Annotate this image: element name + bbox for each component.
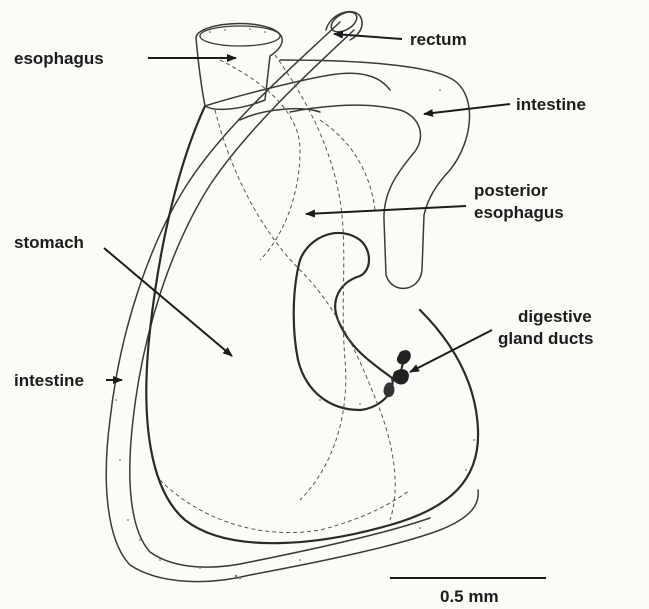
posterior-esophagus-leader [306,206,466,214]
label-intestine-top: intestine [516,95,586,114]
hidden-stomach-outline [215,110,395,520]
intestine-top-leader [424,104,510,114]
digestive-gland-leader [410,330,492,372]
inner-intestine-outline [130,30,430,567]
posterior-esophagus-outline [240,109,320,120]
esophagus-opening [200,26,280,46]
label-posterior-esophagus-line1: posterior [474,181,548,200]
outer-intestine-outline [106,22,478,582]
label-intestine-left: intestine [14,371,84,390]
scale-bar-label: 0.5 mm [440,587,499,606]
hidden-curve-lower [160,480,410,533]
stomach-upper-outline [205,73,390,106]
label-posterior-esophagus-line2: esophagus [474,203,564,222]
stomach-leader [104,248,232,356]
hidden-esophagus-path [275,55,346,500]
label-esophagus: esophagus [14,49,104,68]
label-rectum: rectum [410,30,467,49]
label-digestive-line1: digestive [518,307,592,326]
upper-intestine-loop [280,60,470,288]
label-digestive-line2: gland ducts [498,329,593,348]
hidden-curve-upper [320,120,375,210]
label-stomach: stomach [14,233,84,252]
